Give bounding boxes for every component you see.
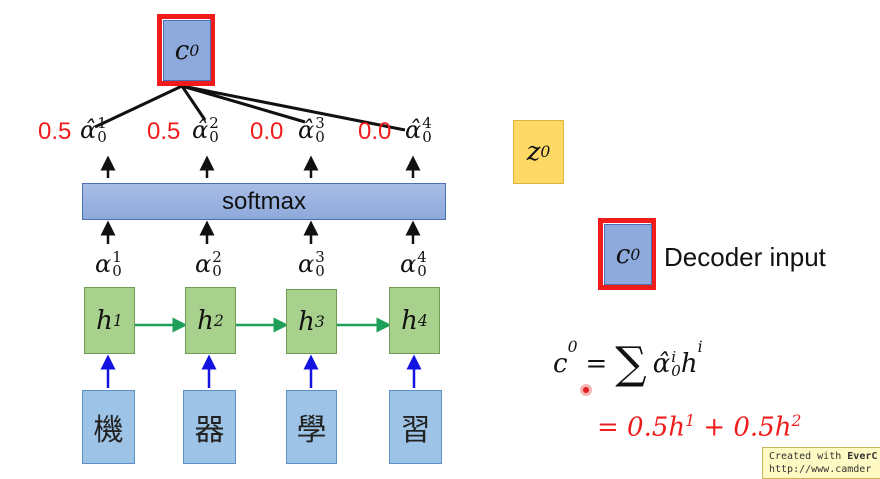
sup: i [671, 347, 677, 366]
h-sup: 1 [112, 311, 123, 330]
input-char-1: 機 [82, 390, 135, 464]
h-sup: i [697, 338, 703, 356]
watermark-url: http://www.camder [769, 464, 872, 475]
h-label: h [197, 305, 214, 336]
sub: 0 [422, 128, 432, 146]
sub: 0 [417, 262, 427, 280]
equals: = [585, 348, 608, 379]
input-char-3: 學 [286, 390, 337, 464]
lhs: c [553, 348, 568, 379]
decoder-input-caption: Decoder input [664, 242, 826, 272]
context-sup: 0 [189, 41, 200, 60]
alpha-hat: α̂ [652, 348, 671, 379]
sub: 0 [671, 361, 681, 380]
weight-value: 0.0 [250, 118, 284, 145]
attention-lines [94, 84, 406, 132]
sup: 1 [97, 114, 107, 132]
result-sup2: 2 [791, 412, 802, 430]
formula-result: = 0.5h1 + 0.5h2 [597, 412, 801, 443]
sum-symbol: ∑ [615, 338, 647, 389]
weight-1: 0.5 [38, 118, 71, 146]
input-char-2: 器 [183, 390, 236, 464]
sup: 3 [315, 114, 325, 132]
z-sup: 0 [540, 143, 551, 161]
h-sup: 4 [417, 311, 428, 330]
h-sup: 2 [213, 311, 224, 330]
sup: 1 [112, 248, 122, 266]
sub: 0 [315, 128, 325, 146]
sup: 3 [315, 248, 325, 266]
sub: 0 [97, 128, 107, 146]
sub: 0 [212, 262, 222, 280]
sub: 0 [315, 262, 325, 280]
sub: 0 [112, 262, 122, 280]
weight-2: 0.5 [147, 118, 180, 146]
lhs-sup: 0 [567, 338, 578, 356]
h-sup: 3 [314, 312, 325, 331]
weight-3: 0.0 [250, 118, 283, 146]
softmax-layer: softmax [82, 183, 446, 220]
context-label: c [174, 35, 190, 66]
sup: 2 [212, 248, 222, 266]
c-label: c [615, 239, 631, 270]
h-label: h [96, 305, 113, 336]
sup: 2 [209, 114, 219, 132]
black-arrows [100, 155, 421, 244]
result-part1: = 0.5h [597, 412, 686, 443]
result-part2: + 0.5h [695, 412, 792, 443]
h: h [680, 348, 698, 379]
c-sup: 0 [630, 245, 641, 264]
h-label: h [298, 306, 315, 337]
blue-arrows [100, 354, 422, 388]
softmax-label: softmax [221, 187, 307, 215]
watermark-brand: EverC [847, 451, 878, 462]
weight-value: 0.0 [358, 118, 392, 145]
input-char-4: 習 [389, 390, 442, 464]
sup: 4 [417, 248, 427, 266]
weight-4: 0.0 [358, 118, 391, 146]
watermark-text: Created with [769, 451, 848, 462]
sub: 0 [209, 128, 219, 146]
weight-value: 0.5 [38, 118, 72, 145]
z-label: z [526, 137, 541, 167]
weight-value: 0.5 [147, 118, 181, 145]
watermark: Created with EverC http://www.camder [762, 447, 880, 479]
sup: 4 [422, 114, 432, 132]
result-sup1: 1 [685, 412, 696, 430]
h-label: h [401, 305, 418, 336]
